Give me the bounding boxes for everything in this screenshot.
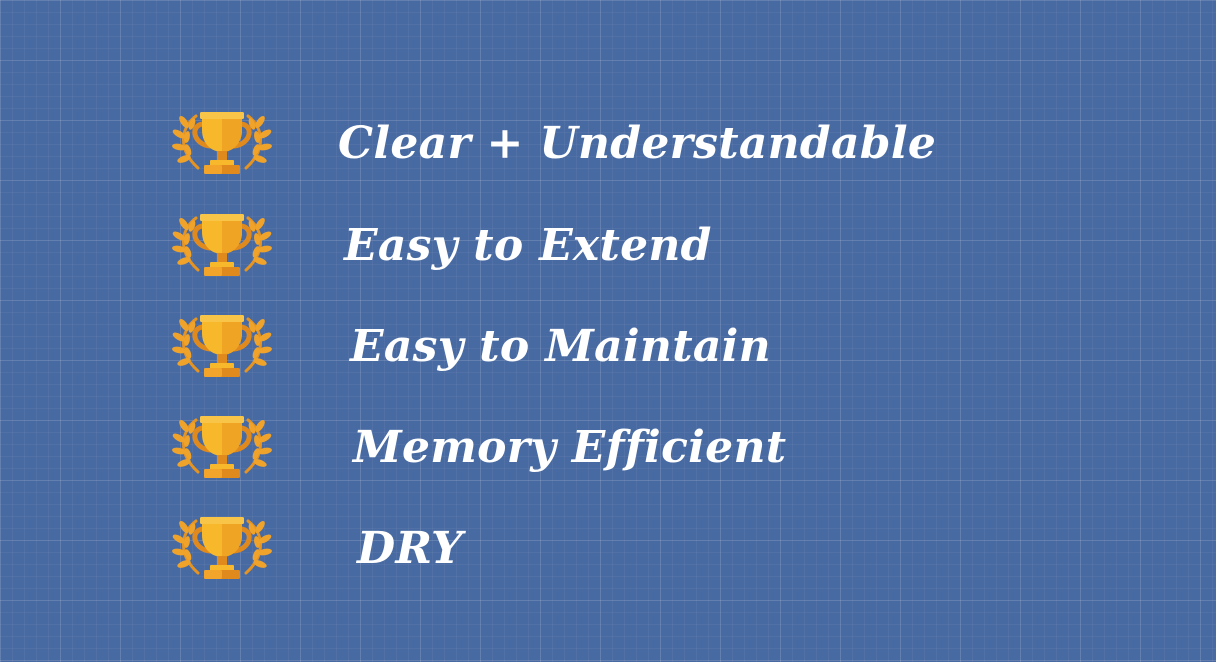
item-label: Easy to Extend [344, 220, 712, 271]
list-item: Clear + Understandable [0, 102, 1216, 192]
list-item: Memory Efficient [0, 406, 1216, 496]
item-label: Memory Efficient [353, 422, 787, 473]
trophy-laurel-icon [170, 204, 274, 288]
trophy-laurel-icon [170, 406, 274, 490]
trophy-laurel-icon [170, 102, 274, 186]
item-label: Easy to Maintain [350, 321, 771, 372]
list-item: Easy to Maintain [0, 305, 1216, 395]
item-label: DRY [357, 523, 463, 574]
list-item: DRY [0, 507, 1216, 597]
trophy-laurel-icon [170, 507, 274, 591]
trophy-laurel-icon [170, 305, 274, 389]
list-item: Easy to Extend [0, 204, 1216, 294]
item-label: Clear + Understandable [338, 118, 937, 169]
